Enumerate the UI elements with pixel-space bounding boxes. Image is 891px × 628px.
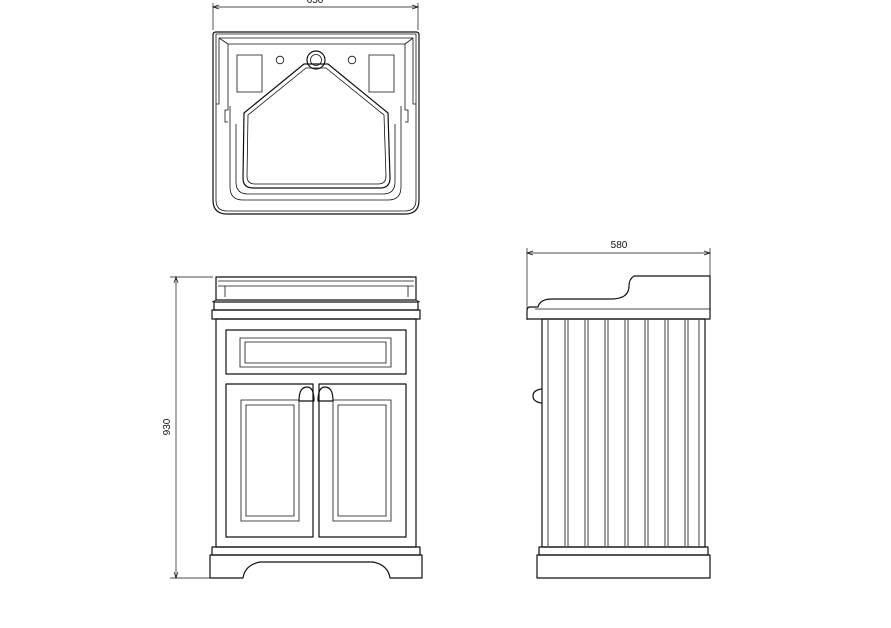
front-view: 930 xyxy=(162,275,423,580)
basin-outline xyxy=(212,31,420,215)
right-soap-recess xyxy=(368,54,395,93)
front-height-dimension: 930 xyxy=(162,275,213,580)
side-depth-label: 580 xyxy=(611,240,628,251)
center-tap-hole xyxy=(306,50,326,70)
plan-width-label: 650 xyxy=(307,0,324,6)
side-depth-dimension: 580 xyxy=(525,240,712,320)
basin-bowl xyxy=(242,63,391,189)
front-height-label: 930 xyxy=(162,418,173,435)
left-tap-hole xyxy=(275,55,285,65)
left-door xyxy=(225,383,314,538)
side-panel-grooves xyxy=(547,320,700,546)
left-soap-recess xyxy=(236,54,263,93)
drawer-front xyxy=(225,329,407,375)
plinth xyxy=(209,554,423,579)
right-door-handle xyxy=(317,386,334,402)
plan-width-dimension: 650 xyxy=(211,0,420,30)
left-door-handle xyxy=(298,386,315,402)
plan-view: 650 xyxy=(211,0,420,215)
right-tap-hole xyxy=(347,55,357,65)
side-plinth xyxy=(536,554,711,579)
basin-profile xyxy=(526,275,711,320)
right-door xyxy=(318,383,407,538)
side-view: 580 xyxy=(525,240,712,579)
cabinet-side xyxy=(541,318,706,548)
